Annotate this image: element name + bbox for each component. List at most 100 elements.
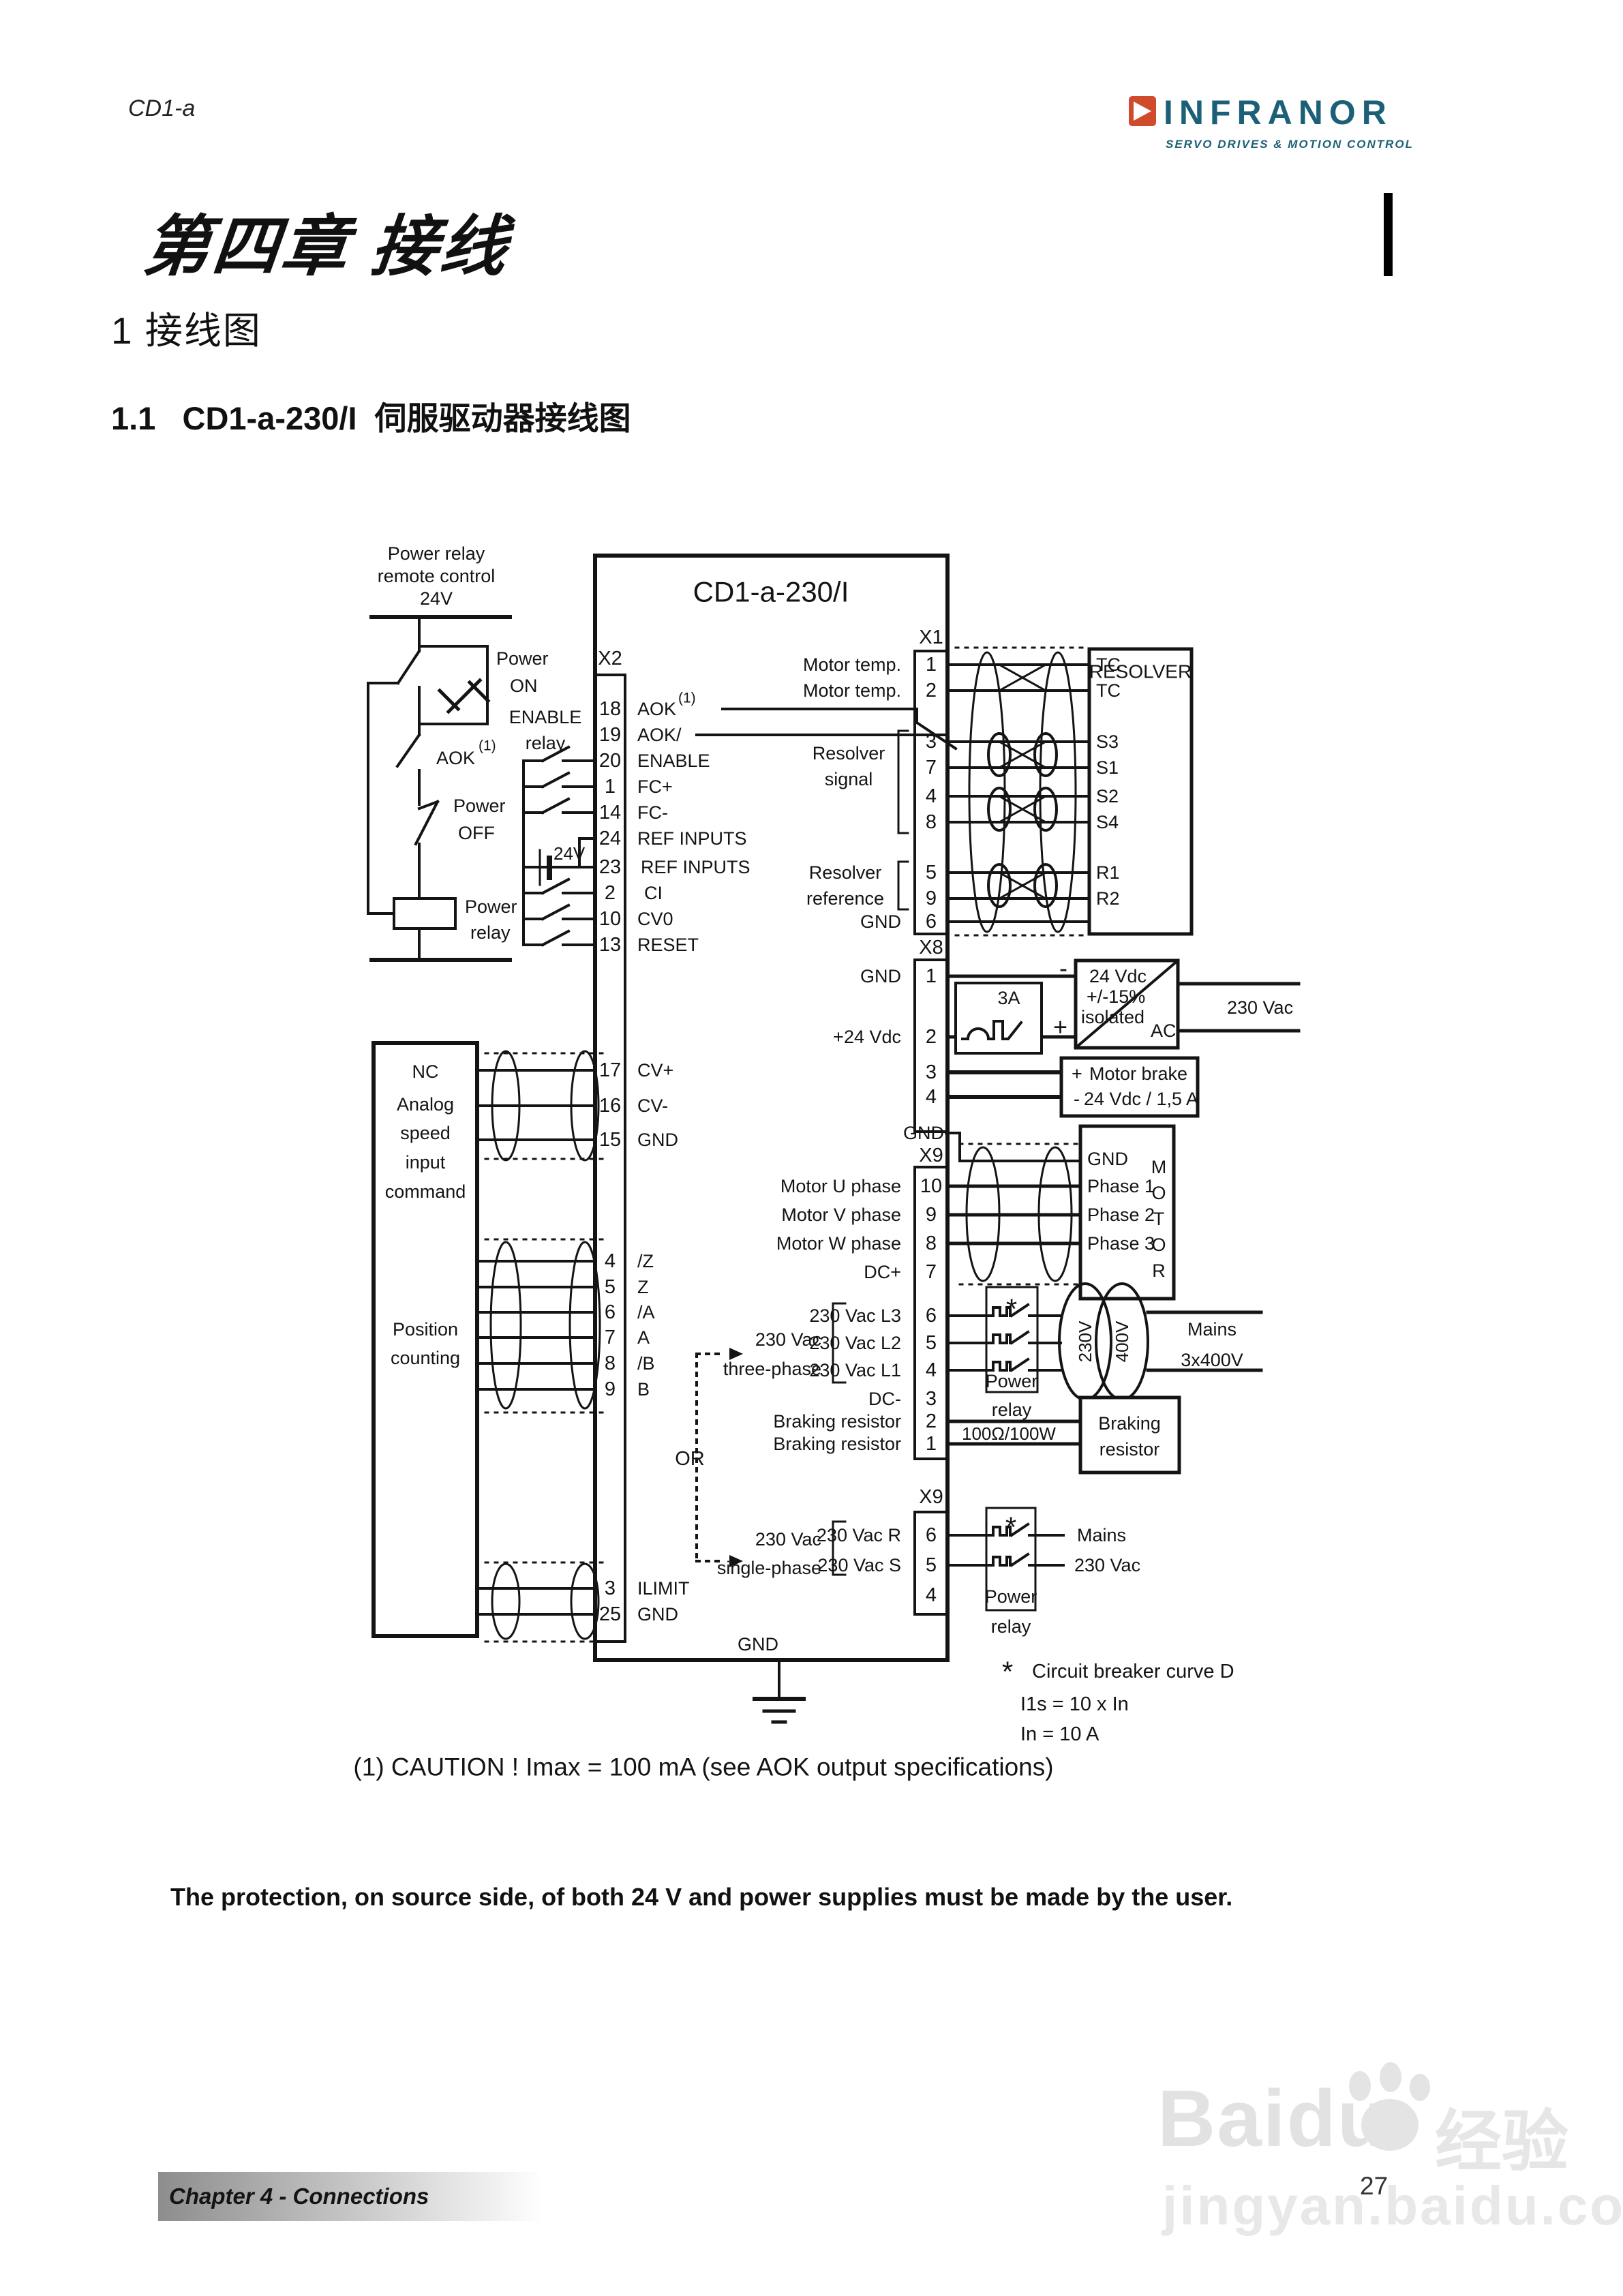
psu-line-3: isolated	[1081, 1007, 1144, 1027]
label-230-r: 230 Vac R	[817, 1525, 901, 1545]
label-motor-temp-1: Motor temp.	[803, 654, 901, 675]
motor-letter-r: R	[1152, 1260, 1166, 1281]
siglabel-z: Z	[637, 1277, 649, 1297]
label-fuse-3a: 3A	[997, 988, 1020, 1008]
footer-bar: Chapter 4 - Connections	[158, 2172, 540, 2221]
label-braking-res-1: Braking resistor	[773, 1434, 901, 1454]
resolver-s2: S2	[1096, 786, 1119, 806]
connector-x2-strip	[594, 674, 626, 1643]
label-motor-temp-2: Motor temp.	[803, 680, 901, 701]
label-3ph-2: three-phase	[723, 1359, 821, 1379]
resolver-tc-1: TC	[1096, 654, 1121, 675]
label-aok-switch-sup: (1)	[479, 738, 496, 754]
psu-plus: +	[1053, 1013, 1067, 1041]
label-motor-v: Motor V phase	[781, 1205, 901, 1225]
label-230vac-1ph: 230 Vac	[1074, 1555, 1140, 1575]
device-title: CD1-a-230/I	[693, 576, 849, 608]
label-aok-switch: AOK	[436, 748, 475, 768]
pin-x9-7: 7	[926, 1261, 937, 1283]
psu-ac: AC	[1151, 1021, 1177, 1041]
label-power-on-2: ON	[510, 676, 538, 696]
connector-x8: X8	[919, 937, 943, 958]
connector-x2: X2	[598, 648, 622, 669]
siglabel-ilimit: ILIMIT	[637, 1578, 690, 1599]
pin-x1-5: 5	[926, 862, 937, 883]
resolver-tc-2: TC	[1096, 680, 1121, 701]
label-enable-relay-1: ENABLE	[509, 707, 582, 727]
siglabel-b: B	[637, 1379, 650, 1400]
pin-x9-1: 1	[926, 1433, 937, 1455]
logo-brand: INFRANOR	[1164, 93, 1393, 132]
siglabel-gnd-15: GND	[637, 1130, 678, 1150]
resolver-s4: S4	[1096, 812, 1119, 832]
label-230-l3: 230 Vac L3	[809, 1305, 901, 1326]
pin-x9-4: 4	[926, 1359, 937, 1381]
nc-box-line-7: counting	[391, 1348, 460, 1368]
label-gnd-x9: GND	[903, 1123, 944, 1143]
pin-x2-9: 9	[605, 1378, 616, 1400]
motor-gnd: GND	[1087, 1149, 1128, 1169]
subsection-code: CD1-a-230/I	[182, 400, 357, 436]
label-gnd-bottom: GND	[738, 1634, 778, 1655]
label-or: OR	[675, 1448, 705, 1470]
logo-icon	[1128, 95, 1157, 130]
nc-box-line-1: NC	[412, 1061, 439, 1082]
nc-box	[371, 1041, 479, 1638]
relay1-star: *	[1006, 1293, 1017, 1325]
relay1-label-2: relay	[992, 1400, 1032, 1420]
watermark-url: jingyan.baidu.com	[1162, 2175, 1623, 2236]
label-power-off-1: Power	[453, 796, 506, 816]
label-mains-3ph: Mains	[1187, 1319, 1237, 1340]
pin-x1-1: 1	[926, 654, 937, 676]
pin-x2-1: 1	[605, 776, 616, 798]
pin-x2-13: 13	[599, 934, 621, 956]
relay1-label-1: Power	[986, 1371, 1038, 1391]
motor-phase-2: Phase 2	[1087, 1205, 1155, 1225]
siglabel-gnd-25: GND	[637, 1604, 678, 1625]
psu-line-2: +/-15%	[1087, 986, 1145, 1007]
siglabel-cv0: CV0	[637, 909, 673, 929]
label-power-on-1: Power	[496, 648, 549, 669]
label-mains-1ph: Mains	[1077, 1525, 1126, 1545]
pin-x1-7: 7	[926, 757, 937, 779]
siglabel-ref-inputs-2: REF INPUTS	[641, 857, 750, 877]
pin-x2-10: 10	[599, 908, 621, 930]
resolver-box	[1087, 647, 1194, 936]
resolver-box-title: RESOLVER	[1089, 661, 1192, 682]
label-230-l2: 230 Vac L2	[809, 1333, 901, 1353]
label-24vdc-x8: +24 Vdc	[833, 1027, 901, 1047]
pin-x2-24: 24	[599, 828, 621, 849]
pin-x1-9: 9	[926, 888, 937, 909]
connector-x9: X9	[919, 1145, 943, 1166]
subsection-cn: 伺服驱动器接线图	[374, 400, 631, 436]
siglabel-ci: CI	[644, 883, 663, 903]
label-enable-relay-2: relay	[526, 733, 566, 753]
protection-statement: The protection, on source side, of both …	[170, 1883, 1233, 1911]
brake-rating: 24 Vdc / 1,5 A	[1084, 1089, 1198, 1109]
label-power-relay-coil-2: relay	[470, 922, 511, 943]
siglabel-aok-sup: (1)	[678, 691, 696, 706]
pin-x8-3: 3	[926, 1061, 937, 1083]
caution-text: (1) CAUTION ! Imax = 100 mA (see AOK out…	[353, 1753, 1053, 1781]
resolver-s3: S3	[1096, 731, 1119, 752]
label-battery-24v: 24V	[553, 843, 586, 864]
resolver-r1: R1	[1096, 862, 1120, 883]
pin-x2-18: 18	[599, 698, 621, 720]
siglabel-aok-bar: AOK/	[637, 725, 682, 745]
section-heading: 1 接线图	[111, 309, 262, 352]
watermark-brand-cn: 经验	[1435, 2104, 1569, 2179]
page-number: 27	[1360, 2172, 1389, 2200]
pin-x9b-4: 4	[926, 1584, 937, 1606]
logo-tagline: SERVO DRIVES & MOTION CONTROL	[1166, 138, 1414, 151]
label-gnd-x8: GND	[860, 966, 901, 986]
pin-x2-3: 3	[605, 1577, 616, 1599]
label-resolver-signal-1: Resolver	[813, 743, 885, 764]
pin-x2-17: 17	[599, 1059, 621, 1081]
psu-line-1: 24 Vdc	[1089, 966, 1147, 986]
pin-x2-14: 14	[599, 802, 621, 824]
pin-x1-2: 2	[926, 680, 937, 701]
label-power-off-2: OFF	[458, 823, 495, 843]
pin-x9-2: 2	[926, 1410, 937, 1432]
motor-letter-o1: O	[1151, 1183, 1166, 1203]
siglabel-cv-plus: CV+	[637, 1060, 673, 1081]
